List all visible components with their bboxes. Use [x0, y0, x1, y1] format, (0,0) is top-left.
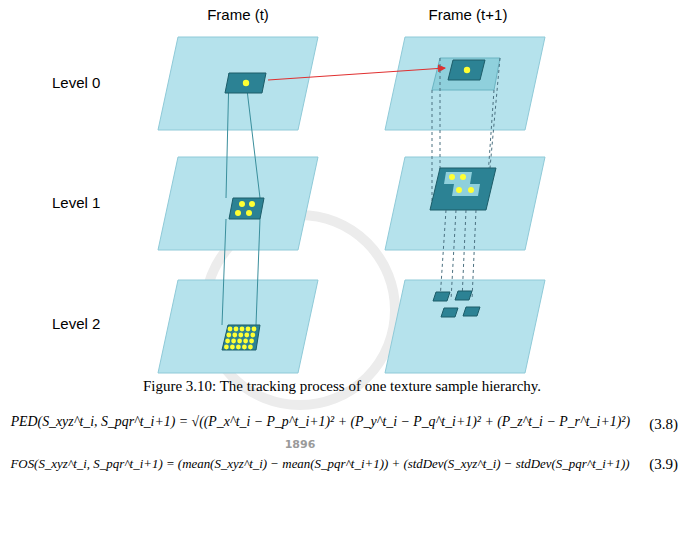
level-label: Level 2: [52, 315, 100, 332]
equation: PED(S_xyz^t_i, S_pqr^t_i+1) = √((P_x^t_i…: [11, 414, 630, 430]
figure-caption: Figure 3.10: The tracking process of one…: [143, 378, 541, 395]
equation: FOS(S_xyz^t_i, S_pqr^t_i+1) = (mean(S_xy…: [10, 456, 629, 472]
equation-number: (3.8): [649, 416, 678, 433]
frame-heading: Frame (t): [207, 6, 269, 23]
level-label: Level 0: [52, 74, 100, 91]
watermark: 1896: [285, 438, 316, 451]
level-label: Level 1: [52, 194, 100, 211]
frame-heading: Frame (t+1): [429, 6, 508, 23]
equation-number: (3.9): [649, 456, 678, 473]
